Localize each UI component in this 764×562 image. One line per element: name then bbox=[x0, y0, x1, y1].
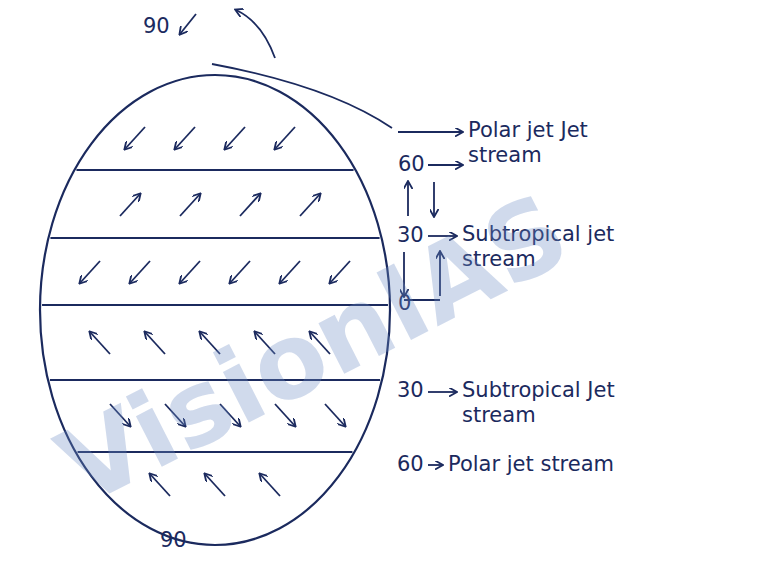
wind-arrow bbox=[80, 261, 100, 283]
latitude-number: 60 bbox=[398, 152, 425, 177]
wind-arrow bbox=[280, 261, 300, 283]
latitude-number: 30 bbox=[397, 223, 424, 248]
latitude-number: 90 bbox=[160, 528, 187, 553]
wind-arrow bbox=[125, 127, 145, 149]
wind-arrow bbox=[200, 332, 220, 354]
jet-stream-label: Polar jet stream bbox=[448, 452, 748, 477]
wind-arrow bbox=[240, 194, 260, 216]
wind-arrow bbox=[325, 404, 345, 426]
cell-arrow bbox=[407, 182, 409, 216]
cell-arrow bbox=[439, 252, 441, 296]
wind-arrow bbox=[225, 127, 245, 149]
pointer-arrow bbox=[398, 131, 462, 133]
latitude-number: 90 bbox=[143, 14, 170, 39]
latitude-line bbox=[78, 451, 353, 453]
wind-arrow bbox=[255, 332, 275, 354]
jet-stream-label: Subtropical jet stream bbox=[462, 222, 622, 272]
wind-arrow bbox=[275, 404, 295, 426]
latitude-line bbox=[50, 237, 379, 239]
wind-arrow bbox=[120, 194, 140, 216]
wind-arrow bbox=[330, 261, 350, 283]
pointer-arrow bbox=[428, 391, 456, 393]
cell-arrow bbox=[403, 252, 405, 296]
latitude-line bbox=[76, 169, 353, 171]
wind-arrow bbox=[90, 332, 110, 354]
pointer-arrow bbox=[428, 464, 442, 466]
wind-arrow bbox=[275, 127, 295, 149]
wind-arrow bbox=[205, 474, 225, 496]
polar-arrow bbox=[180, 14, 196, 34]
wind-arrow bbox=[260, 474, 280, 496]
pointer-arrow bbox=[428, 164, 462, 166]
wind-arrow bbox=[300, 194, 320, 216]
latitude-line bbox=[50, 379, 380, 381]
pointer-arrow bbox=[428, 235, 456, 237]
polar-arrow bbox=[212, 64, 392, 128]
wind-arrow bbox=[220, 404, 240, 426]
earth-outline bbox=[40, 75, 390, 545]
wind-arrow bbox=[150, 474, 170, 496]
jet-stream-label: Polar jet Jet stream bbox=[468, 118, 596, 168]
wind-arrow bbox=[310, 332, 330, 354]
wind-arrow bbox=[175, 127, 195, 149]
polar-arrow bbox=[236, 10, 275, 58]
latitude-number: 30 bbox=[397, 378, 424, 403]
wind-arrow bbox=[180, 261, 200, 283]
wind-arrow bbox=[165, 404, 185, 426]
wind-arrow bbox=[130, 261, 150, 283]
wind-arrow bbox=[230, 261, 250, 283]
jet-stream-label: Subtropical Jet stream bbox=[462, 378, 622, 428]
latitude-number: 60 bbox=[397, 452, 424, 477]
wind-arrow bbox=[180, 194, 200, 216]
cell-arrow bbox=[433, 182, 435, 216]
latitude-line bbox=[42, 304, 388, 306]
wind-arrow bbox=[110, 404, 130, 426]
latitude-number: 0 bbox=[398, 291, 411, 316]
wind-arrow bbox=[145, 332, 165, 354]
